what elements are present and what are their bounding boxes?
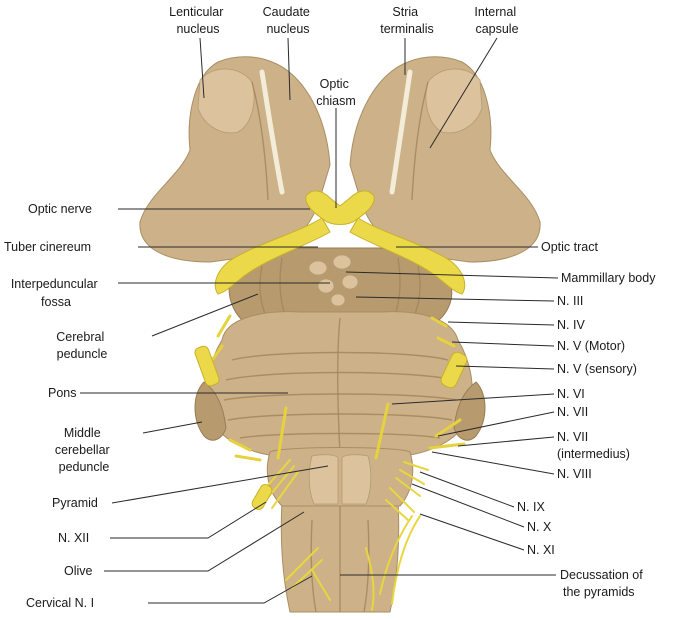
label-decussation-of-pyramids: Decussation of the pyramids [560, 568, 646, 599]
label-caudate-nucleus: Caudate nucleus [263, 5, 314, 36]
medulla [266, 447, 414, 507]
label-n-x: N. X [527, 520, 552, 534]
label-n-xi: N. XI [527, 543, 555, 557]
brainstem-illustration [139, 56, 541, 613]
label-n-viii: N. VIII [557, 467, 592, 481]
label-n-vii-intermedius: N. VII (intermedius) [557, 430, 630, 461]
label-n-iii: N. III [557, 294, 583, 308]
optic-tract-left [214, 217, 331, 295]
label-optic-tract: Optic tract [541, 240, 598, 254]
label-n-xii: N. XII [58, 531, 89, 545]
label-n-ix: N. IX [517, 500, 545, 514]
label-tuber-cinereum: Tuber cinereum [4, 240, 91, 254]
label-pyramid: Pyramid [52, 496, 98, 510]
cranial-nerves-right [365, 316, 468, 611]
leader-lines [80, 37, 559, 604]
label-n-vii: N. VII [557, 405, 588, 419]
label-interpeduncular-fossa: Interpeduncular fossa [11, 277, 101, 309]
label-n-vi: N. VI [557, 387, 585, 401]
cranial-nerves-left [194, 314, 331, 601]
label-optic-chiasm: Optic chiasm [316, 77, 356, 108]
label-n-v-motor: N. V (Motor) [557, 339, 625, 353]
label-middle-cerebellar-peduncle: Middle cerebellar peduncle [55, 426, 113, 474]
label-lenticular-nucleus: Lenticular nucleus [169, 5, 227, 36]
label-pons: Pons [48, 386, 77, 400]
label-olive: Olive [64, 564, 93, 578]
left-hemisphere [139, 56, 331, 263]
label-cerebral-peduncle: Cerebral peduncle [56, 330, 107, 361]
label-mammillary-body: Mammillary body [561, 271, 656, 285]
labels: Lenticular nucleus Caudate nucleus Stria… [4, 5, 656, 610]
label-n-iv: N. IV [557, 318, 585, 332]
optic-chiasm [305, 190, 375, 225]
label-stria-terminalis: Stria terminalis [380, 5, 434, 36]
right-hemisphere [349, 56, 541, 263]
label-cervical-n-i: Cervical N. I [26, 596, 94, 610]
label-internal-capsule: Internal capsule [474, 5, 519, 36]
label-optic-nerve: Optic nerve [28, 202, 92, 216]
label-n-v-sensory: N. V (sensory) [557, 362, 637, 376]
